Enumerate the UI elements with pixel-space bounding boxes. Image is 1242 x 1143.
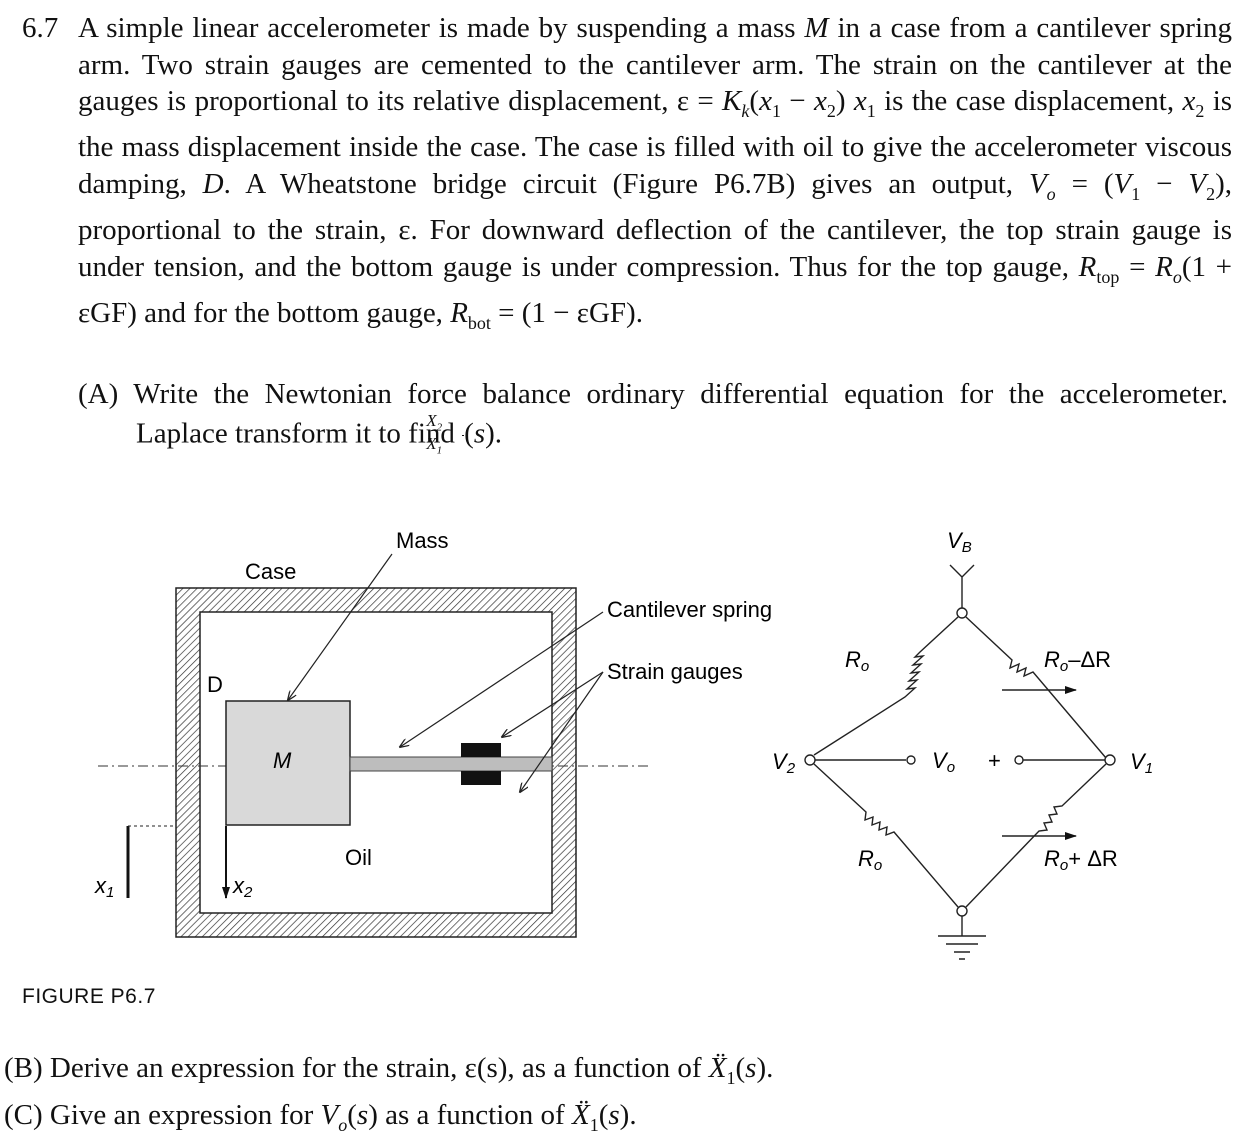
ro-plus-label: Ro+ ΔR [1044, 846, 1118, 874]
mass-leader [288, 553, 393, 700]
vo-label: Vo [932, 748, 955, 776]
damping-label: D [207, 672, 223, 697]
v2-label: V2 [772, 749, 796, 777]
part-b: (B) Derive an expression for the strain,… [4, 1052, 774, 1088]
gauge-leader-2 [520, 671, 604, 792]
figure-caption: FIGURE P6.7 [22, 985, 156, 1008]
mass-label: Mass [396, 528, 449, 553]
v1-label: V1 [1130, 749, 1153, 777]
x2-label: x2 [232, 873, 253, 901]
strain-gauges-label: Strain gauges [607, 659, 743, 684]
m-label: M [273, 748, 292, 773]
ro-minus-label: Ro–ΔR [1044, 647, 1111, 675]
vo-plus-label: + [988, 748, 1001, 773]
strain-gauge-top [461, 743, 501, 757]
accelerometer-case [175, 587, 577, 938]
problem-statement: A simple linear accelerometer is made by… [78, 12, 1233, 333]
strain-gauge-bottom [461, 771, 501, 785]
cantilever-arm [349, 756, 553, 772]
part-c: (C) Give an expression for Vo(s) as a fu… [4, 1099, 637, 1135]
wheatstone-bridge [804, 564, 1116, 960]
vb-label: VB [947, 528, 972, 556]
x1-label: x1 [94, 873, 114, 901]
oil-label: Oil [345, 845, 372, 870]
gauge-leader-1 [502, 671, 604, 737]
ro-top-left-label: Ro [845, 647, 869, 675]
case-label: Case [245, 559, 296, 584]
cantilever-leader [400, 611, 604, 747]
problem-6-7: 6.7 A simple linear accelerometer is mad… [22, 10, 1232, 341]
part-a-text: Write the Newtonian force balance ordina… [133, 378, 1228, 450]
problem-number: 6.7 [22, 12, 59, 44]
ro-bottom-left-label: Ro [858, 846, 882, 874]
part-a: (A) Write the Newtonian force balance or… [78, 378, 1228, 457]
part-a-label: (A) [78, 378, 119, 410]
mass-block [225, 700, 351, 826]
cantilever-label: Cantilever spring [607, 597, 772, 622]
